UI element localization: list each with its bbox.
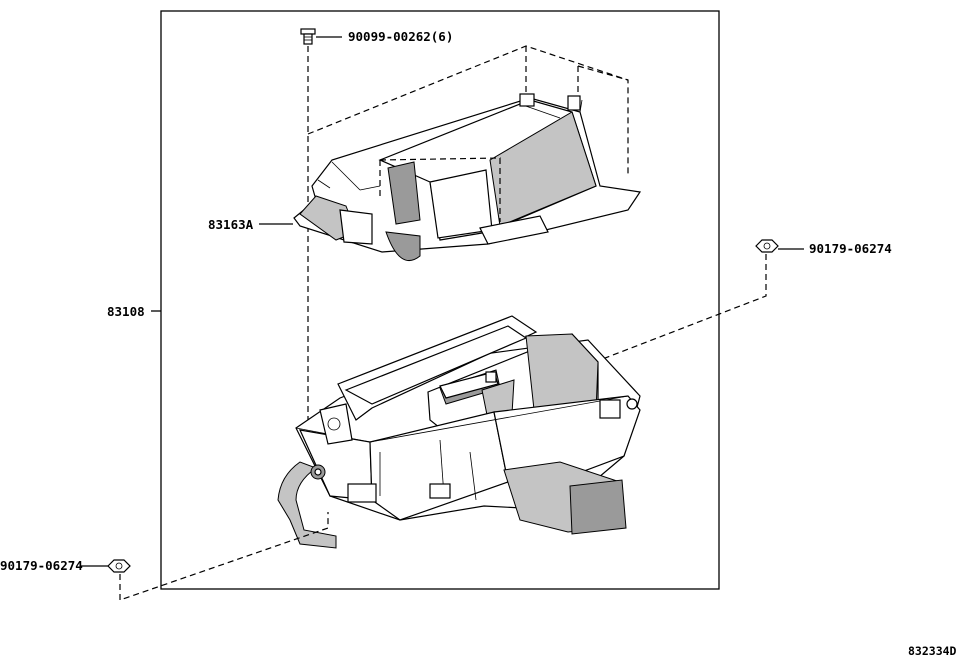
- assembly-frame: [160, 10, 720, 590]
- housing-part: [277, 315, 641, 549]
- label-screw: 90099-00262(6): [348, 29, 453, 44]
- figure-code: 832334D: [908, 644, 957, 658]
- label-nut-left: 90179-06274: [0, 558, 83, 573]
- nut-left-icon: [107, 559, 131, 573]
- screw-icon: [300, 28, 316, 45]
- label-housing: 83108: [107, 304, 145, 319]
- nut-right-guide-line: [599, 254, 767, 361]
- lid-part: [293, 45, 642, 261]
- label-lid: 83163A: [208, 217, 254, 232]
- nut-left-guide-line: [119, 512, 329, 601]
- nut-right-icon: [755, 239, 779, 253]
- label-nut-right: 90179-06274: [809, 241, 892, 256]
